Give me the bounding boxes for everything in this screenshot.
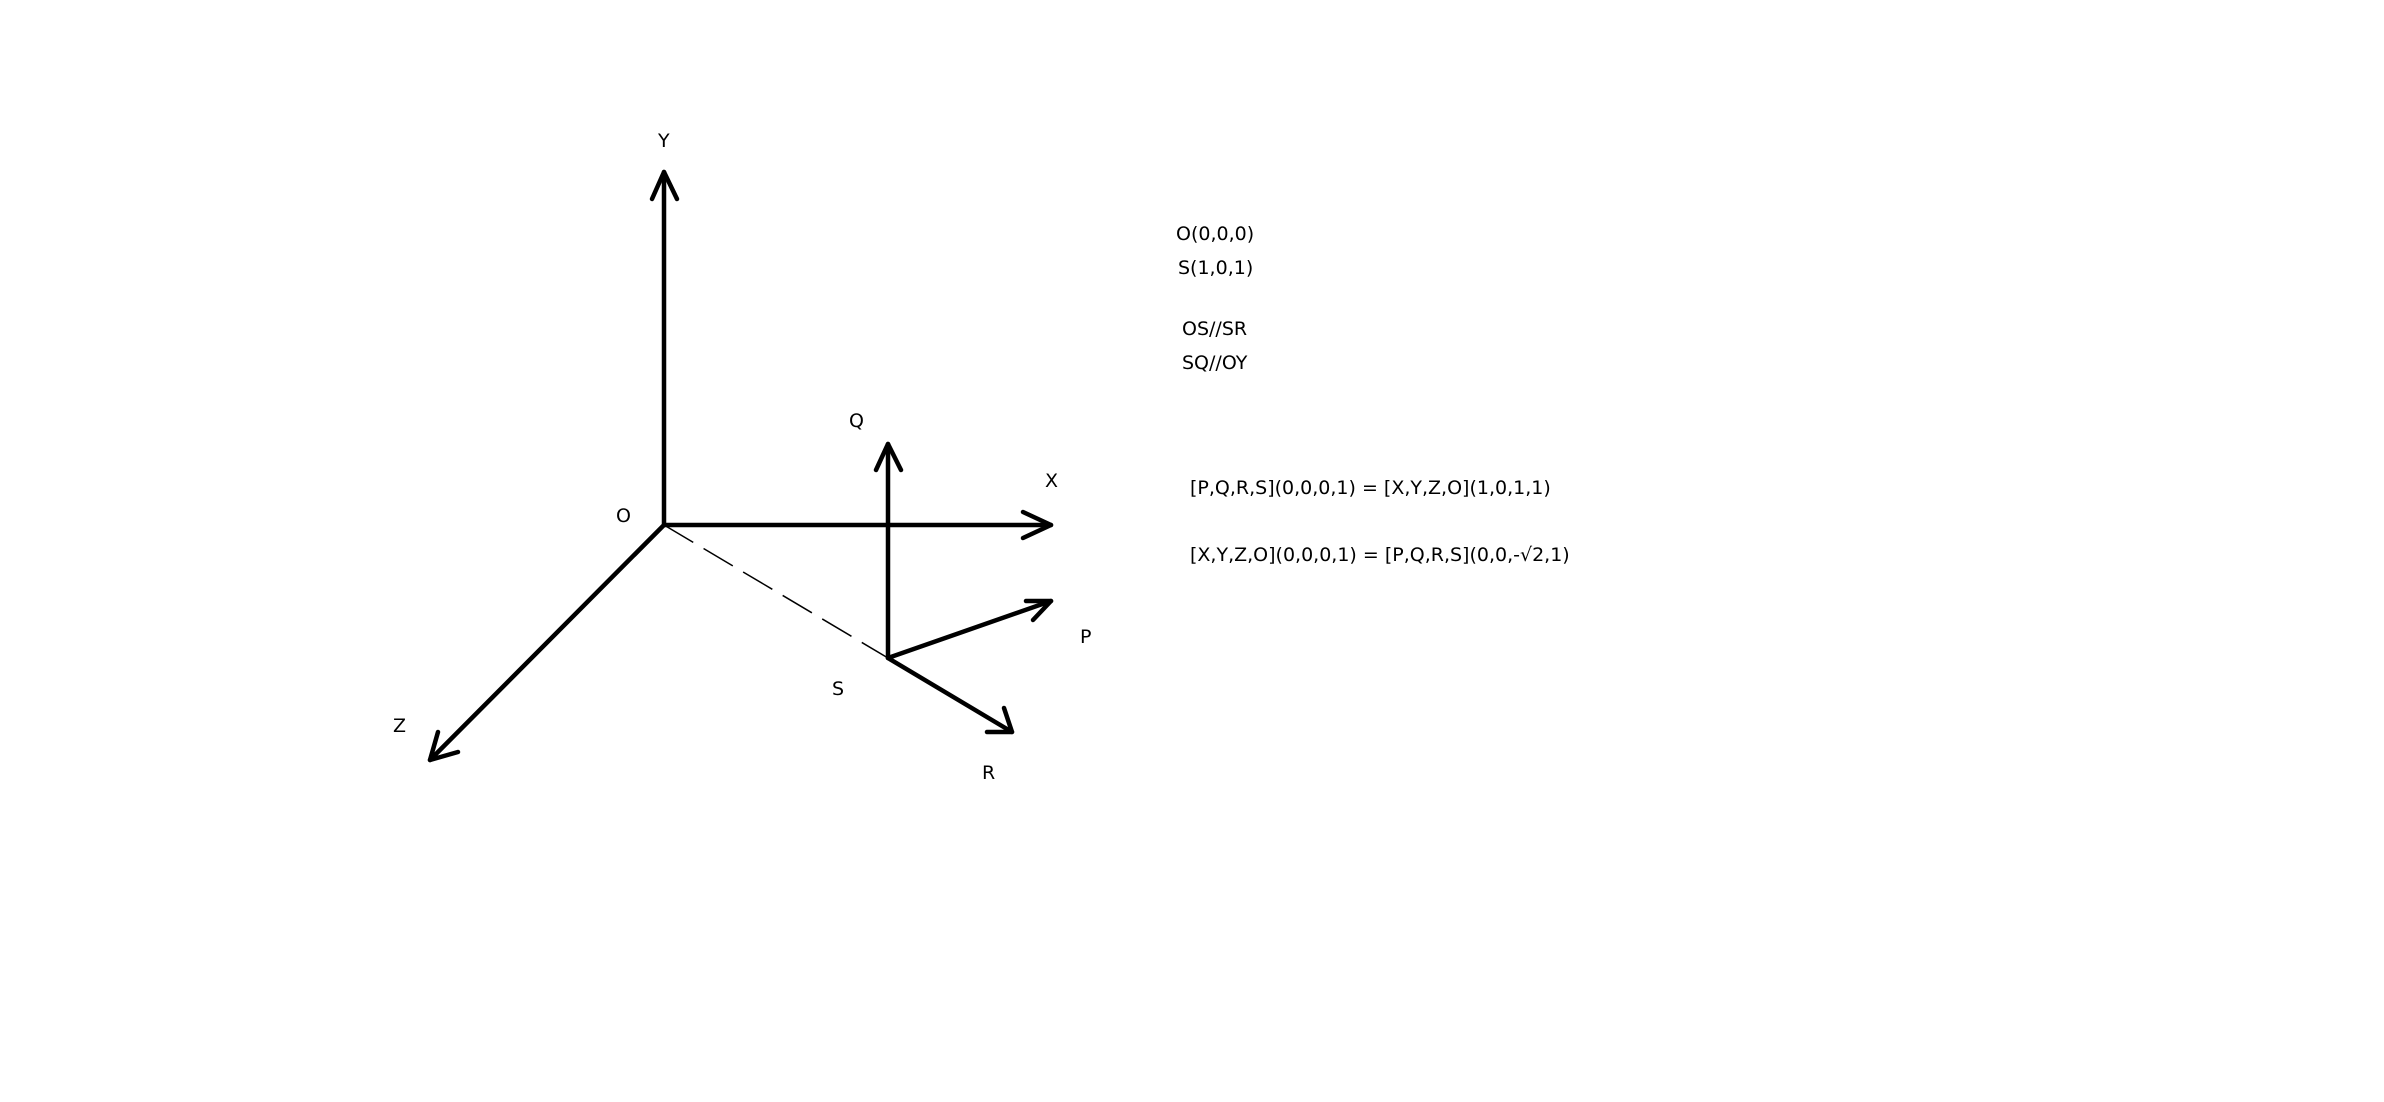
origin-label: O	[616, 505, 631, 527]
y-axis-arrowhead	[649, 169, 680, 202]
p-axis-label: P	[1080, 626, 1092, 648]
x-axis-label: X	[1045, 470, 1059, 492]
z-axis	[427, 522, 667, 763]
transform-equation-1: [P,Q,R,S](0,0,0,1) = [X,Y,Z,O](1,0,1,1)	[1190, 477, 1551, 499]
z-axis-label: Z	[393, 715, 407, 737]
r-axis-label: R	[982, 762, 996, 784]
origin-coordinate-note: O(0,0,0)	[1176, 223, 1255, 245]
z-axis-arrowhead	[427, 729, 461, 763]
os-parallel-note: OS//SR	[1182, 318, 1248, 340]
sq-parallel-note: SQ//OY	[1182, 352, 1248, 374]
q-axis-arrowhead	[873, 441, 904, 473]
s-point-label: S	[832, 678, 845, 700]
q-axis-label: Q	[849, 410, 864, 432]
p-axis-arrowhead	[1023, 598, 1054, 623]
r-axis	[885, 655, 1015, 735]
s-coordinate-note: S(1,0,1)	[1178, 257, 1254, 279]
p-axis	[885, 598, 1054, 661]
os-dashed-line	[663, 524, 889, 659]
transform-equation-2: [X,Y,Z,O](0,0,0,1) = [P,Q,R,S](0,0,-√2,1…	[1190, 544, 1570, 566]
x-axis-arrowhead	[1020, 509, 1054, 541]
y-axis-label: Y	[658, 130, 670, 152]
r-axis-arrowhead	[984, 705, 1015, 735]
